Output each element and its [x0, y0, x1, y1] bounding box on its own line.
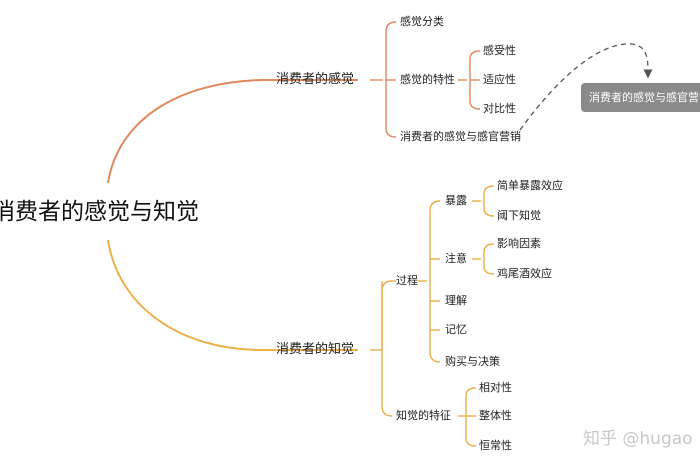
branch-perception: 消费者的知觉 [276, 342, 355, 357]
node-influencing-factors: 影响因素 [497, 237, 541, 250]
node-sensation-classification: 感觉分类 [400, 15, 444, 28]
node-attention: 注意 [445, 252, 467, 265]
node-constancy: 恒常性 [479, 439, 512, 452]
node-wholeness: 整体性 [479, 409, 512, 422]
node-purchase-decision: 购买与决策 [445, 355, 500, 368]
node-memory: 记忆 [445, 323, 467, 336]
root-to-perception-curve [107, 239, 358, 351]
watermark: 知乎 @hugao [583, 429, 693, 449]
root-topic: 消费者的感觉与知觉 [0, 199, 199, 225]
sensation-bracket [370, 21, 481, 138]
node-mere-exposure-effect: 简单暴露效应 [497, 179, 563, 192]
root-to-sensation-curve [107, 79, 358, 184]
callout-connector [519, 43, 653, 131]
node-cocktail-party-effect: 鸡尾酒效应 [497, 267, 552, 280]
node-trait-adaptation: 适应性 [483, 73, 516, 86]
node-exposure: 暴露 [445, 194, 467, 207]
node-process: 过程 [396, 274, 418, 287]
branch-sensation: 消费者的感觉 [276, 72, 355, 87]
node-sensation-traits: 感觉的特性 [400, 73, 455, 86]
node-trait-contrast: 对比性 [483, 102, 516, 115]
node-relativity: 相对性 [479, 381, 512, 394]
node-sensory-marketing: 消费者的感觉与感官营销 [400, 130, 521, 143]
node-comprehension: 理解 [445, 294, 467, 307]
perception-bracket [370, 185, 495, 447]
callout-box: 消费者的感觉与感官营销 [581, 83, 700, 112]
node-trait-sensitivity: 感受性 [483, 44, 516, 57]
node-perception-features: 知觉的特征 [396, 409, 451, 422]
node-subliminal-perception: 阈下知觉 [497, 209, 541, 222]
